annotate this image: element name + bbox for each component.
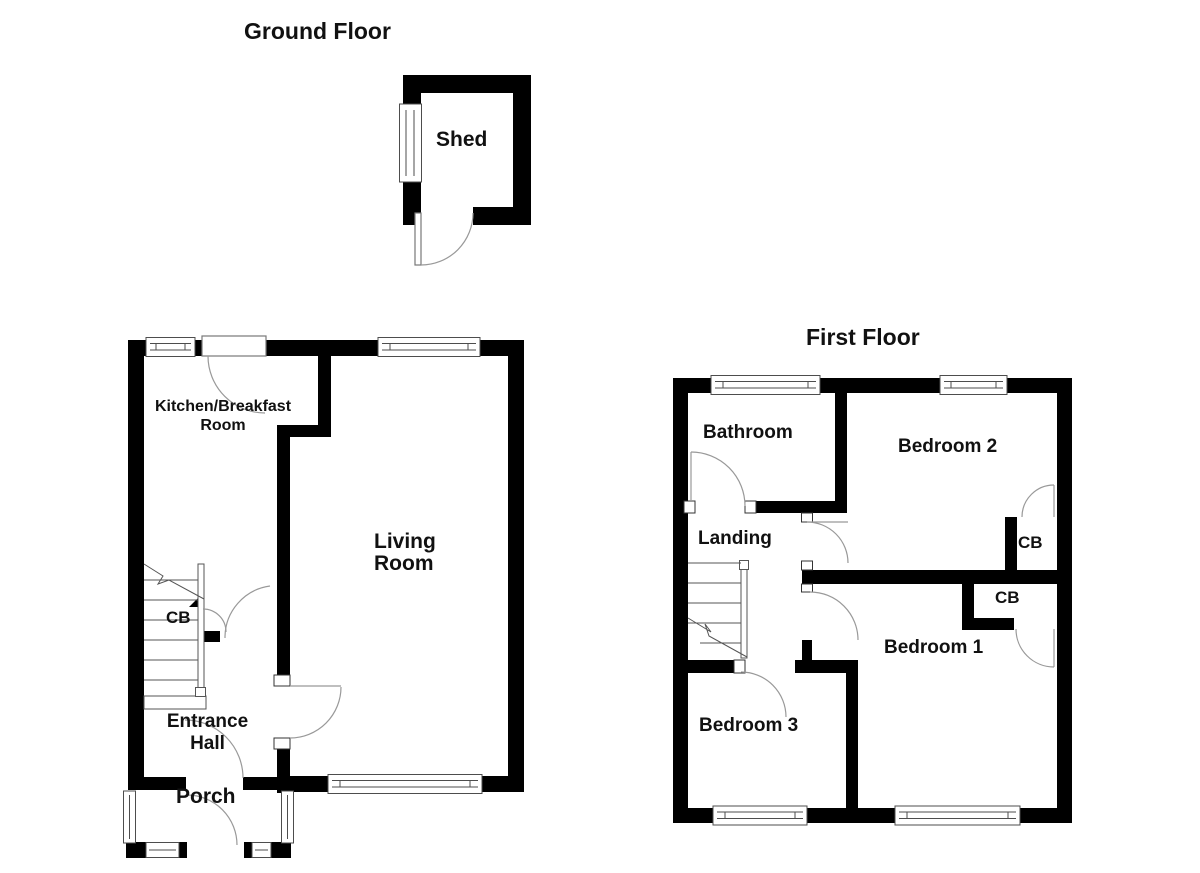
living-room-top-window — [377, 337, 481, 357]
first-floor-stairs — [687, 560, 749, 659]
living-room-bottom-window — [327, 774, 483, 794]
first-floor-walls — [673, 378, 1072, 823]
bedroom1-door-arc — [809, 591, 859, 641]
porch-bottom-right-window — [251, 842, 272, 858]
ground-floor-doors — [184, 335, 342, 846]
bathroom-window — [710, 375, 821, 395]
porch-bottom-left-window — [145, 842, 180, 858]
cupboard-door-arc — [202, 608, 227, 633]
kitchen-window — [145, 337, 196, 357]
living-room-door-arc — [289, 686, 342, 739]
bedroom2-label: Bedroom 2 — [898, 436, 998, 457]
first-cupboard-top-label: CB — [1018, 533, 1043, 552]
living-room-label: Living Room — [374, 530, 436, 575]
shed-plan — [399, 75, 531, 266]
first-floor-windows — [710, 375, 1021, 826]
bedroom2-door-arc — [806, 521, 849, 564]
cupboard-top-door-arc — [1021, 484, 1055, 518]
kitchen-door-arc — [207, 355, 266, 414]
front-door-arc — [184, 719, 244, 779]
bathroom-door-arc — [690, 451, 746, 507]
first-cupboard-bottom-label: CB — [995, 588, 1020, 607]
bathroom-label: Bathroom — [703, 422, 793, 443]
shed-door — [414, 212, 474, 266]
porch-right-window — [281, 790, 294, 844]
kitchen-hall-door-arc — [224, 585, 271, 639]
bedroom3-window — [712, 805, 808, 826]
ground-floor-windows — [123, 337, 483, 858]
cupboard-bottom-door-arc — [1015, 628, 1055, 668]
first-floor-title: First Floor — [806, 324, 920, 350]
kitchen-breakfast-room-label: Kitchen/Breakfast Room — [154, 398, 292, 434]
ground-floor-stairs — [143, 563, 207, 710]
shed-walls — [403, 75, 531, 225]
ground-floor-title: Ground Floor — [244, 18, 391, 44]
bedroom3-door-arc — [740, 671, 787, 718]
bedroom3-label: Bedroom 3 — [699, 715, 799, 736]
bedroom2-window — [939, 375, 1008, 395]
bedroom1-label: Bedroom 1 — [884, 637, 984, 658]
kitchen-door-recess — [201, 335, 267, 357]
bedroom1-window — [894, 805, 1021, 826]
porch-left-window — [123, 790, 136, 844]
porch-label: Porch — [176, 785, 236, 808]
shed-label: Shed — [436, 128, 488, 151]
shed-window — [399, 103, 422, 183]
porch-door-arc — [186, 794, 238, 846]
ground-floor-walls — [126, 340, 524, 858]
first-floor-doors — [683, 451, 1055, 718]
entrance-hall-label: Entrance Hall — [166, 711, 249, 754]
landing-label: Landing — [698, 528, 772, 549]
ground-cupboard-label: CB — [166, 608, 191, 627]
